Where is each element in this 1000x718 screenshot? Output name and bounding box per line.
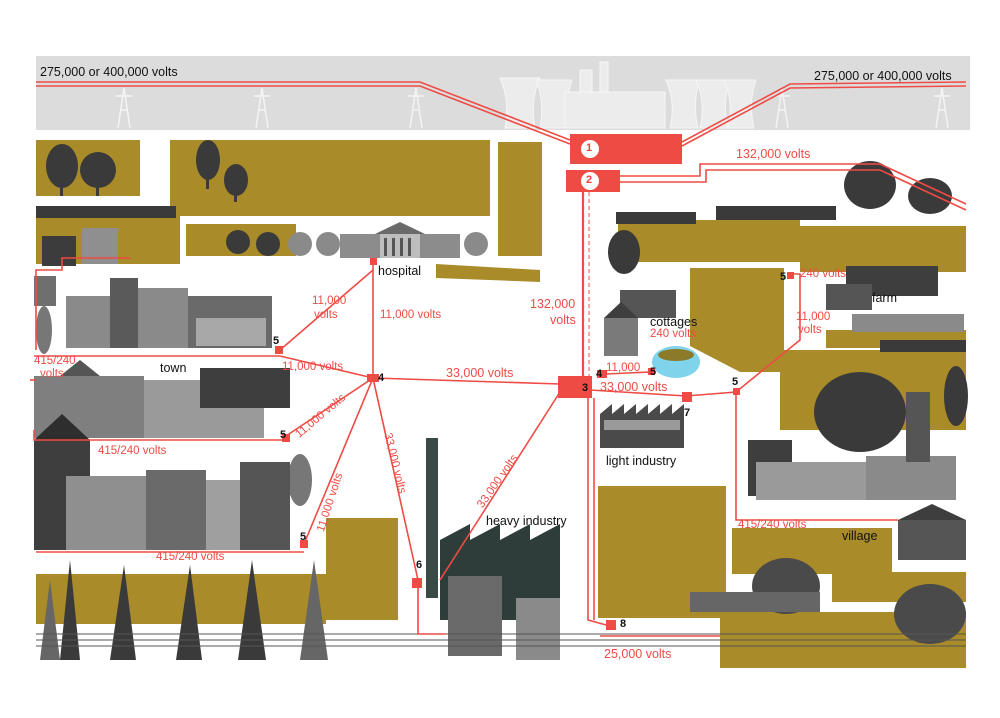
voltage-25k: 25,000 volts [604, 647, 672, 661]
station-marker-2 [581, 172, 599, 190]
voltage-11k-farm-a: 11,000 [796, 311, 831, 323]
number-6: 6 [416, 559, 423, 571]
number-5-mid: 5 [280, 429, 287, 441]
village-buildings [748, 392, 966, 560]
number-5-bottom: 5 [300, 531, 307, 543]
number-1: 1 [586, 142, 593, 154]
place-village: village [842, 529, 878, 543]
place-hospital: hospital [378, 264, 422, 278]
voltage-132k-vertical-a: 132,000 [530, 297, 576, 311]
voltage-240-farm: 240 volts [800, 268, 847, 280]
voltage-132k-vertical-b: volts [550, 313, 576, 327]
voltage-415-town-b: volts [40, 368, 64, 380]
town-buildings [34, 228, 290, 550]
substations [275, 258, 794, 630]
voltage-415-village: 415/240 volts [738, 519, 807, 531]
voltage-11k-cottage: 11,000 [606, 362, 641, 374]
hedges [36, 206, 966, 612]
power-lines [30, 81, 967, 637]
place-heavy-industry: heavy industry [486, 514, 567, 528]
number-2: 2 [586, 174, 593, 186]
number-5-village: 5 [732, 376, 739, 388]
voltage-415-bottom: 415/240 volts [156, 551, 225, 563]
power-station [558, 134, 682, 398]
trees [36, 140, 968, 660]
cottages-buildings [604, 290, 676, 356]
voltage-11k-farm-b: volts [798, 324, 822, 336]
number-7: 7 [684, 407, 691, 419]
place-farm: farm [872, 291, 897, 305]
voltage-415-town-a: 415/240 [34, 355, 76, 367]
station-marker-1 [581, 140, 599, 158]
railway [36, 633, 966, 647]
voltage-415-mid: 415/240 volts [98, 445, 167, 457]
voltage-33k-horizontal: 33,000 volts [446, 366, 514, 380]
grid-voltage-right: 275,000 or 400,000 volts [814, 69, 952, 83]
place-light-industry: light industry [606, 454, 677, 468]
number-4: 4 [378, 372, 385, 384]
number-4b: 4 [596, 368, 603, 380]
voltage-11k-vertical: 11,000 volts [380, 309, 442, 321]
number-5-cottage: 5 [650, 366, 657, 378]
voltage-132k-top: 132,000 volts [736, 147, 811, 161]
farm-buildings [826, 266, 964, 332]
place-cottages: cottages [650, 315, 698, 329]
hospital-building [340, 222, 460, 258]
heavy-industry-building [426, 438, 560, 660]
voltage-33k-light: 33,000 volts [600, 380, 668, 394]
place-town: town [160, 361, 187, 375]
light-industry-building [600, 404, 684, 448]
voltage-11k-hospital-b: volts [314, 309, 338, 321]
number-5-town: 5 [273, 335, 280, 347]
number-5-farm: 5 [780, 271, 787, 283]
number-8: 8 [620, 618, 627, 630]
voltage-11k-town: 11,000 volts [282, 361, 344, 373]
voltage-240-cottage: 240 volts [650, 328, 697, 340]
number-3: 3 [582, 382, 589, 394]
voltage-11k-hospital-a: 11,000 [312, 295, 347, 307]
grid-voltage-left: 275,000 or 400,000 volts [40, 65, 178, 79]
